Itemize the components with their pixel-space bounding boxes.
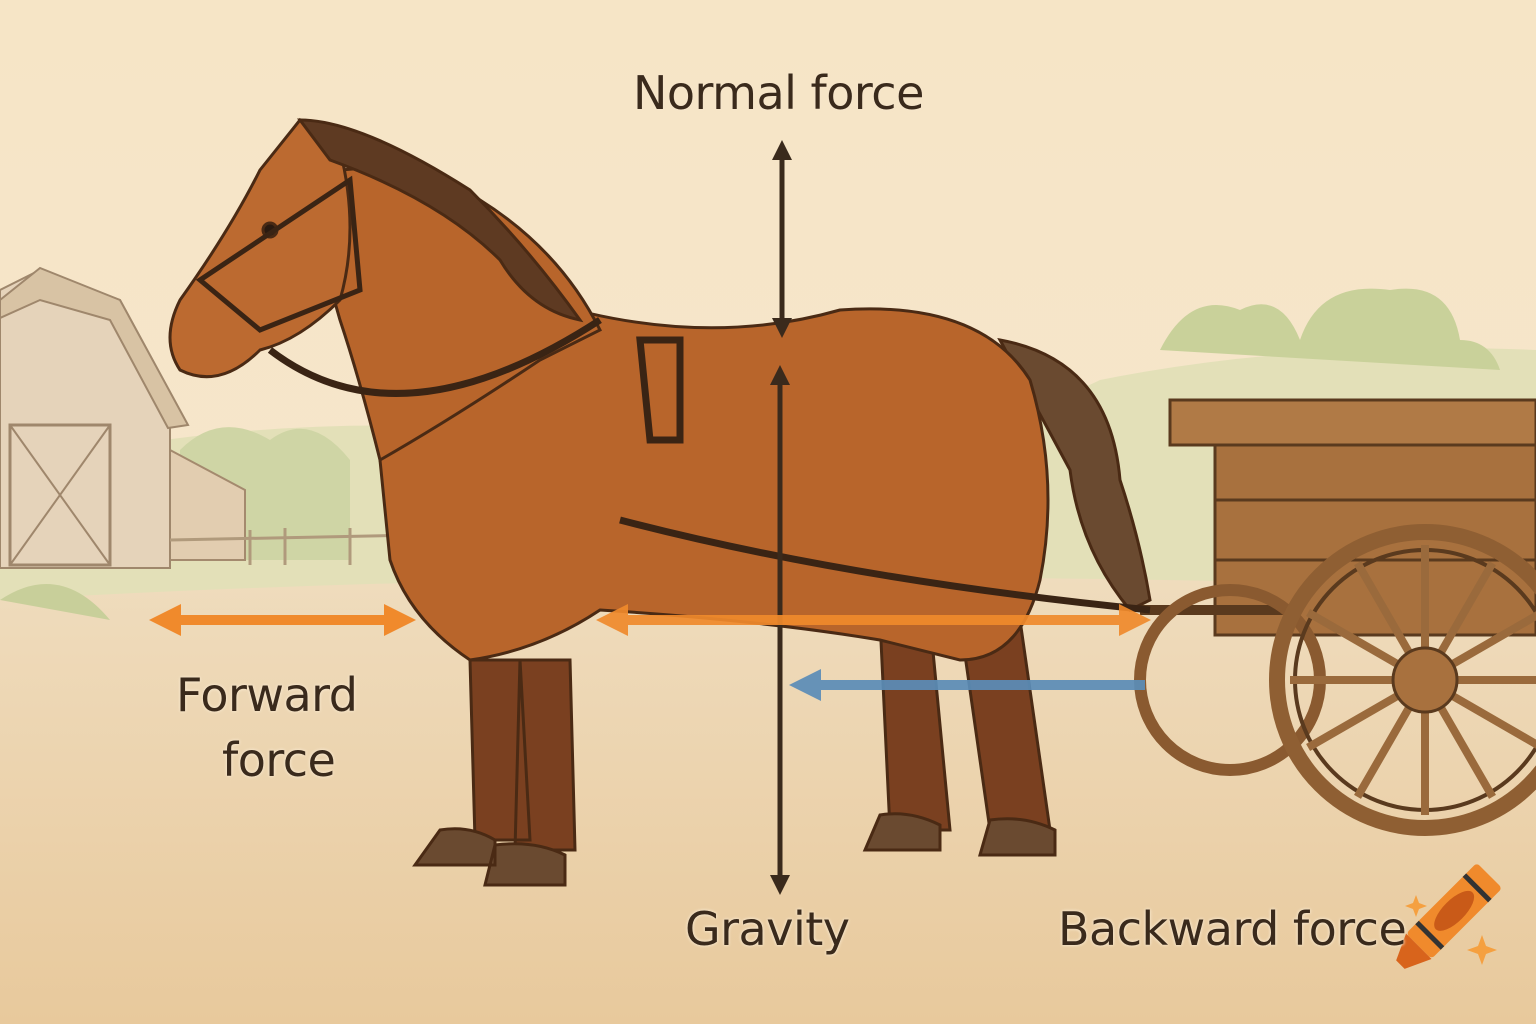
ground [0, 577, 1536, 1024]
backward-force-label: Backward force [1058, 902, 1407, 956]
bridle [195, 175, 363, 333]
harness [267, 317, 1151, 614]
cart [1134, 398, 1536, 836]
bush [0, 584, 110, 620]
horse [168, 117, 1152, 887]
forward-force-label-line1: Forward [176, 668, 358, 722]
normal-force-label: Normal force [633, 66, 924, 120]
cart-wheel-front [1269, 524, 1536, 836]
trees [1160, 288, 1500, 370]
gravity-label: Gravity [685, 902, 850, 956]
horse-body [378, 298, 1050, 662]
sparkle-icon [1405, 895, 1427, 917]
crayon-logo-icon [1396, 864, 1501, 969]
sparkle-icon [1467, 935, 1497, 965]
fence [169, 528, 421, 565]
horse-legs [468, 618, 1052, 852]
horse-hooves [412, 812, 1057, 887]
forward-force-label-line2: force [222, 733, 336, 787]
barn [0, 266, 246, 569]
horse-mane [296, 118, 584, 323]
